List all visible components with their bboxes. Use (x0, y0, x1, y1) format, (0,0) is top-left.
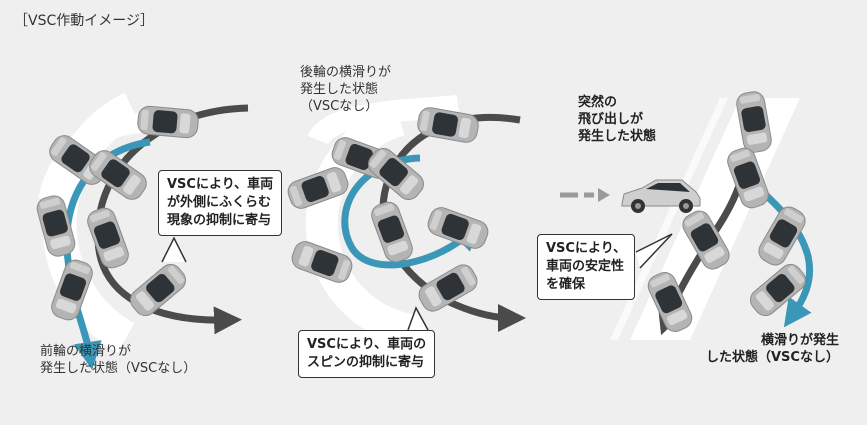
car-icon (745, 259, 811, 321)
front-callout: VSCにより、車両 が外側にふくらむ 現象の抑制に寄与 (158, 170, 283, 236)
road-curve-rear (305, 104, 414, 346)
approach-arrow (598, 188, 610, 202)
scene-front-skid (34, 92, 249, 370)
callout-pointer (161, 236, 187, 263)
callout-pointer (635, 233, 673, 269)
sudden-event-label: 突然の 飛び出しが 発生した状態 (578, 95, 657, 144)
car-icon (84, 204, 132, 272)
callout-pointer (407, 306, 429, 331)
rear-state-label: 後輪の横滑りが 発生した状態 （VSCなし） (300, 65, 392, 114)
car-icon (136, 104, 200, 140)
scene-rear-skid (284, 95, 526, 346)
sudden-callout: VSCにより、 車両の安定性 を確保 (537, 234, 636, 300)
obstacle-car-icon (621, 179, 701, 214)
scene-sudden-obstacle (560, 89, 814, 340)
diagram-title: ［VSC作動イメージ］ (14, 13, 154, 29)
front-state-label: 前輪の横滑りが 発生した状態（VSCなし） (40, 344, 197, 376)
sudden-state-label: 横滑りが発生 した状態（VSCなし） (706, 333, 839, 365)
rear-callout: VSCにより、車両の スピンの抑制に寄与 (298, 330, 436, 378)
car-icon (368, 198, 416, 266)
